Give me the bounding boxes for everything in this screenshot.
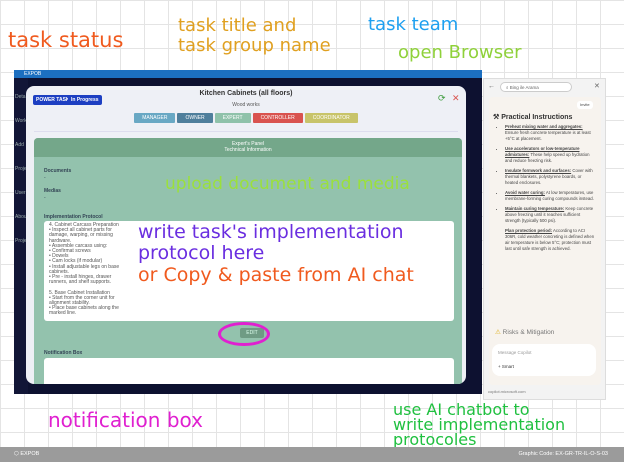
media-value[interactable]: - xyxy=(44,195,46,201)
task-group: Wood works xyxy=(232,102,260,108)
sidebar-item[interactable]: Abou xyxy=(15,214,27,220)
team-manager-button[interactable]: MANAGER xyxy=(134,113,176,123)
copilot-chat: Invite ⚒ Practical Instructions Preheat … xyxy=(489,97,601,385)
refresh-icon[interactable]: ⟳ xyxy=(438,93,446,103)
tools-icon: ⚒ xyxy=(493,114,502,121)
close-icon[interactable]: ✕ xyxy=(452,93,460,103)
close-icon[interactable]: ✕ xyxy=(594,83,600,90)
protocol-textarea[interactable]: 4. Cabinet Carcass Preparation • Inspect… xyxy=(44,221,454,321)
mode-select[interactable]: Smart xyxy=(501,364,514,369)
footer: ⬡ EXPOB Graphic Code: EX-GR-TR-IL-O-S-03 xyxy=(0,447,624,462)
notification-box[interactable] xyxy=(44,358,454,384)
status-badge: In Progress xyxy=(68,95,102,105)
task-team: MANAGER OWNER EXPERT CONTROLLER COORDINA… xyxy=(26,113,466,123)
warning-icon: ⚠ xyxy=(495,329,503,336)
graphic-code: Graphic Code: EX-GR-TR-IL-O-S-03 xyxy=(518,451,608,457)
sidebar-item[interactable]: Add xyxy=(15,142,24,148)
team-expert-button[interactable]: EXPERT xyxy=(214,113,251,123)
team-controller-button[interactable]: CONTROLLER xyxy=(252,113,303,123)
team-coordinator-button[interactable]: COORDINATOR xyxy=(304,113,358,123)
back-icon[interactable]: ← xyxy=(488,83,495,90)
protocol-label: Implementation Protocol xyxy=(44,214,103,220)
sidebar-item[interactable]: Deta xyxy=(15,94,26,100)
sidebar-item[interactable]: Proje xyxy=(15,166,27,172)
list-item: Maintain curing temperature: Keep concre… xyxy=(505,206,595,224)
sidebar: Deta Work Add Proje User Abou Proje xyxy=(14,78,28,394)
sidebar-item[interactable]: User xyxy=(15,190,26,196)
task-title: Kitchen Cabinets (all floors) xyxy=(199,90,293,97)
search-input[interactable]: ⌕ Bing ile Arama xyxy=(500,82,572,92)
list-item: Insulate formwork and surfaces: Cover wi… xyxy=(505,168,595,186)
annotation-upload: upload document and media xyxy=(165,174,410,194)
highlight-circle xyxy=(218,322,270,346)
protocol-text: 4. Cabinet Carcass Preparation • Inspect… xyxy=(49,222,120,317)
footer-logo: ⬡ EXPOB xyxy=(14,451,40,457)
sidebar-item[interactable]: Proje xyxy=(15,238,27,244)
app-window: EXPOB Deta Work Add Proje User Abou Proj… xyxy=(14,70,482,394)
documents-value[interactable]: - xyxy=(44,175,46,181)
list-item: Plan protection period: According to ACI… xyxy=(505,228,595,251)
browser-panel: ← ⌕ Bing ile Arama ✕ Invite ⚒ Practical … xyxy=(483,78,606,400)
sidebar-item[interactable]: Work xyxy=(15,118,27,124)
documents-label: Documents xyxy=(44,168,72,174)
invite-button[interactable]: Invite xyxy=(577,101,593,109)
task-modal: POWER TASK In Progress Kitchen Cabinets … xyxy=(26,86,466,384)
team-owner-button[interactable]: OWNER xyxy=(177,113,213,123)
search-icon: ⌕ xyxy=(506,85,510,90)
plus-icon[interactable]: + xyxy=(498,364,502,369)
task-type-badge: POWER TASK xyxy=(33,95,73,105)
annotation-open-browser: open Browser xyxy=(398,42,522,63)
annotation-task-status: task status xyxy=(8,28,124,52)
annotation-task-team: task team xyxy=(368,14,459,35)
app-titlebar: EXPOB xyxy=(14,70,482,78)
risks-heading: ⚠ Risks & Mitigation xyxy=(495,329,555,336)
notification-label: Notification Box xyxy=(44,350,83,356)
divider xyxy=(34,131,458,132)
list-item: Preheat mixing water and aggregates: Ens… xyxy=(505,124,595,142)
url-bar: copilot.microsoft.com xyxy=(488,389,526,394)
annotation-paste: or Copy & paste from AI chat xyxy=(138,264,414,286)
chat-heading: ⚒ Practical Instructions xyxy=(493,114,573,121)
annotation-notification: notification box xyxy=(48,408,203,432)
list-item: Avoid water curing: At low temperatures,… xyxy=(505,190,595,202)
list-item: Use accelerators or low-temperature admi… xyxy=(505,146,595,164)
instruction-list: Preheat mixing water and aggregates: Ens… xyxy=(489,124,601,252)
message-input[interactable]: Message Copilot+ Smart xyxy=(492,344,596,376)
media-label: Medias xyxy=(44,188,61,194)
